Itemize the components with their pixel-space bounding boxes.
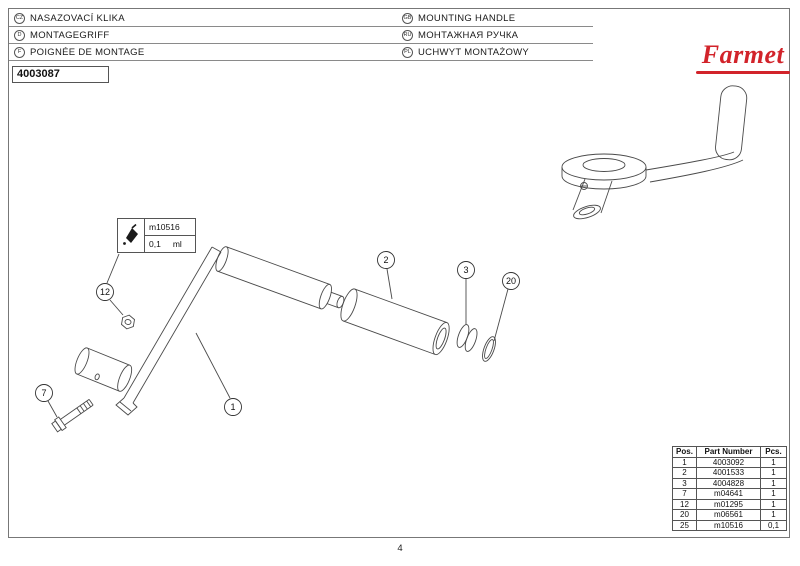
lang-row-fr: F POIGNÉE DE MONTAGE <box>14 44 145 61</box>
cell-part: 4004828 <box>696 477 761 489</box>
callout-1-label: 1 <box>230 402 235 412</box>
lang-row-cz: CZ NASAZOVACÍ KLIKA <box>14 10 125 27</box>
table-row: 2 4001533 1 <box>672 467 787 479</box>
col-header-part: Part Number <box>696 446 761 458</box>
lang-label-de: MONTAGEGRIFF <box>30 30 110 41</box>
washer-rings-drawing <box>456 324 478 352</box>
callout-12: 12 <box>96 283 114 301</box>
glue-icon-cell <box>118 219 145 252</box>
page-border <box>8 8 790 538</box>
header-divider <box>397 43 593 44</box>
nut-drawing <box>120 314 136 330</box>
cell-pcs: 1 <box>760 509 787 521</box>
header-divider <box>9 43 397 44</box>
parts-table-header-row: Pos. Part Number Pcs. <box>672 446 787 458</box>
bolt-drawing <box>51 398 94 433</box>
snap-ring-drawing <box>482 336 496 362</box>
cell-part: m01295 <box>696 498 761 510</box>
cell-pos: 25 <box>672 519 697 531</box>
lang-code-badge-cz: CZ <box>14 13 25 24</box>
cell-pcs: 1 <box>760 498 787 510</box>
header-divider <box>397 26 593 27</box>
glue-quantity: 0,1 <box>149 239 161 249</box>
lang-code-badge-de: D <box>14 30 25 41</box>
cell-pos: 3 <box>672 477 697 489</box>
tube-drawing <box>340 288 450 356</box>
cell-pcs: 0,1 <box>760 519 787 531</box>
header-divider <box>9 60 397 61</box>
farmet-logo-text: Farmet <box>701 40 785 69</box>
assembled-handle-drawing <box>561 85 748 220</box>
callout-1: 1 <box>224 398 242 416</box>
callout-7-label: 7 <box>41 388 46 398</box>
lang-label-cz: NASAZOVACÍ KLIKA <box>30 13 125 24</box>
cell-pos: 1 <box>672 456 697 468</box>
cell-pcs: 1 <box>760 488 787 500</box>
cell-part: m04641 <box>696 488 761 500</box>
callout-12-label: 12 <box>100 287 110 297</box>
parts-table: Pos. Part Number Pcs. 1 4003092 1 2 4001… <box>672 446 787 531</box>
lang-label-gb: MOUNTING HANDLE <box>418 13 516 24</box>
cell-pos: 20 <box>672 509 697 521</box>
cell-part: m10516 <box>696 519 761 531</box>
lang-row-de: D MONTAGEGRIFF <box>14 27 109 44</box>
lang-row-ru: RU МОНТАЖНАЯ РУЧКА <box>402 27 518 44</box>
glue-unit: ml <box>172 239 182 249</box>
cell-part: 4001533 <box>696 467 761 479</box>
table-row: 20 m06561 1 <box>672 509 787 521</box>
glue-note-box: m10516 0,1 ml <box>117 218 196 253</box>
cell-pcs: 1 <box>760 456 787 468</box>
lang-code-badge-ru: RU <box>402 30 413 41</box>
callout-20: 20 <box>502 272 520 290</box>
table-row: 25 m10516 0,1 <box>672 519 787 531</box>
callout-3: 3 <box>457 261 475 279</box>
table-row: 7 m04641 1 <box>672 488 787 500</box>
lang-code-badge-gb: GB <box>402 13 413 24</box>
glue-part-number: m10516 <box>145 219 195 236</box>
cell-part: m06561 <box>696 509 761 521</box>
document-part-number: 4003087 <box>12 66 109 83</box>
crank-handle-drawing <box>115 246 345 416</box>
table-row: 1 4003092 1 <box>672 456 787 468</box>
lang-row-pl: PL UCHWYT MONTAŻOWY <box>402 44 529 61</box>
cell-pcs: 1 <box>760 477 787 489</box>
callout-20-label: 20 <box>506 276 516 286</box>
farmet-logo-underline <box>696 71 790 74</box>
table-row: 3 4004828 1 <box>672 477 787 489</box>
lang-label-fr: POIGNÉE DE MONTAGE <box>30 47 145 58</box>
cell-pos: 7 <box>672 488 697 500</box>
farmet-logo: Farmet <box>696 40 790 74</box>
callout-3-label: 3 <box>463 265 468 275</box>
callout-2: 2 <box>377 251 395 269</box>
callout-leader-lines <box>47 253 509 418</box>
lang-code-badge-pl: PL <box>402 47 413 58</box>
header-divider <box>397 60 593 61</box>
lang-label-pl: UCHWYT MONTAŻOWY <box>418 47 530 58</box>
col-header-pos: Pos. <box>672 446 697 458</box>
col-header-pcs: Pcs. <box>760 446 787 458</box>
lang-label-ru: МОНТАЖНАЯ РУЧКА <box>418 30 519 41</box>
callout-7: 7 <box>35 384 53 402</box>
hub-cylinder-drawing <box>74 347 133 392</box>
glue-icon <box>123 223 138 245</box>
callout-2-label: 2 <box>383 255 388 265</box>
lang-row-gb: GB MOUNTING HANDLE <box>402 10 515 27</box>
cell-pos: 2 <box>672 467 697 479</box>
cell-pos: 12 <box>672 498 697 510</box>
lang-code-badge-fr: F <box>14 47 25 58</box>
cell-part: 4003092 <box>696 456 761 468</box>
cell-pcs: 1 <box>760 467 787 479</box>
table-row: 12 m01295 1 <box>672 498 787 510</box>
header-divider <box>9 26 397 27</box>
page-number: 4 <box>397 543 403 554</box>
